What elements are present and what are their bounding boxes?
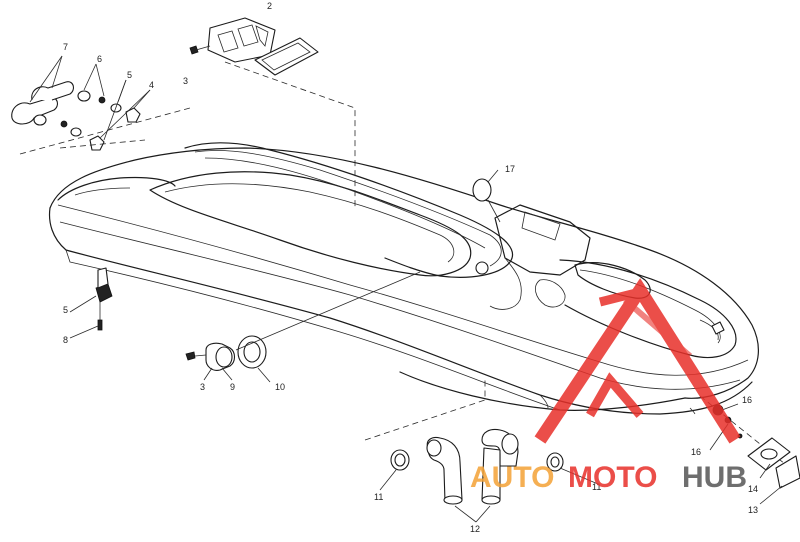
- callout-14: 14: [748, 484, 758, 494]
- callout-13: 13: [748, 505, 758, 515]
- watermark-text: AUTO MOTO HUB: [470, 461, 747, 494]
- bow-fittings: [699, 395, 800, 505]
- rear-fittings: [11, 55, 191, 155]
- callout-7: 7: [63, 42, 68, 52]
- callout-9: 9: [230, 382, 235, 392]
- intake-grate-assembly: [189, 17, 356, 210]
- callout-11-right: 11: [592, 482, 601, 492]
- cap-17: [472, 169, 501, 223]
- callout-4: 4: [149, 80, 154, 90]
- watermark-logo: [534, 278, 741, 444]
- callout-11-left: 11: [374, 492, 383, 502]
- watermark-hub: HUB: [682, 461, 747, 494]
- callout-5-top: 5: [127, 70, 132, 80]
- callout-10: 10: [275, 382, 285, 392]
- callout-3-low: 3: [200, 382, 205, 392]
- exhaust-hoses: [364, 380, 599, 523]
- through-hull-fitting: [185, 271, 421, 383]
- watermark-moto: MOTO: [568, 461, 657, 494]
- callout-8: 8: [63, 335, 68, 345]
- callout-5-drain: 5: [63, 305, 68, 315]
- callout-17: 17: [505, 164, 515, 174]
- callout-12: 12: [470, 524, 480, 534]
- drain-plug: [69, 267, 113, 339]
- watermark-auto: AUTO: [470, 461, 554, 494]
- callout-2: 2: [267, 1, 272, 11]
- callout-6: 6: [97, 54, 102, 64]
- hull: [48, 142, 759, 415]
- callout-16-lower: 16: [691, 447, 701, 457]
- callout-3-top: 3: [183, 76, 188, 86]
- callout-numbers: 2 3 7 6 5 4 17 5 8 3 9 10 16 16 11 11 14…: [63, 1, 758, 534]
- callout-16-upper: 16: [742, 395, 752, 405]
